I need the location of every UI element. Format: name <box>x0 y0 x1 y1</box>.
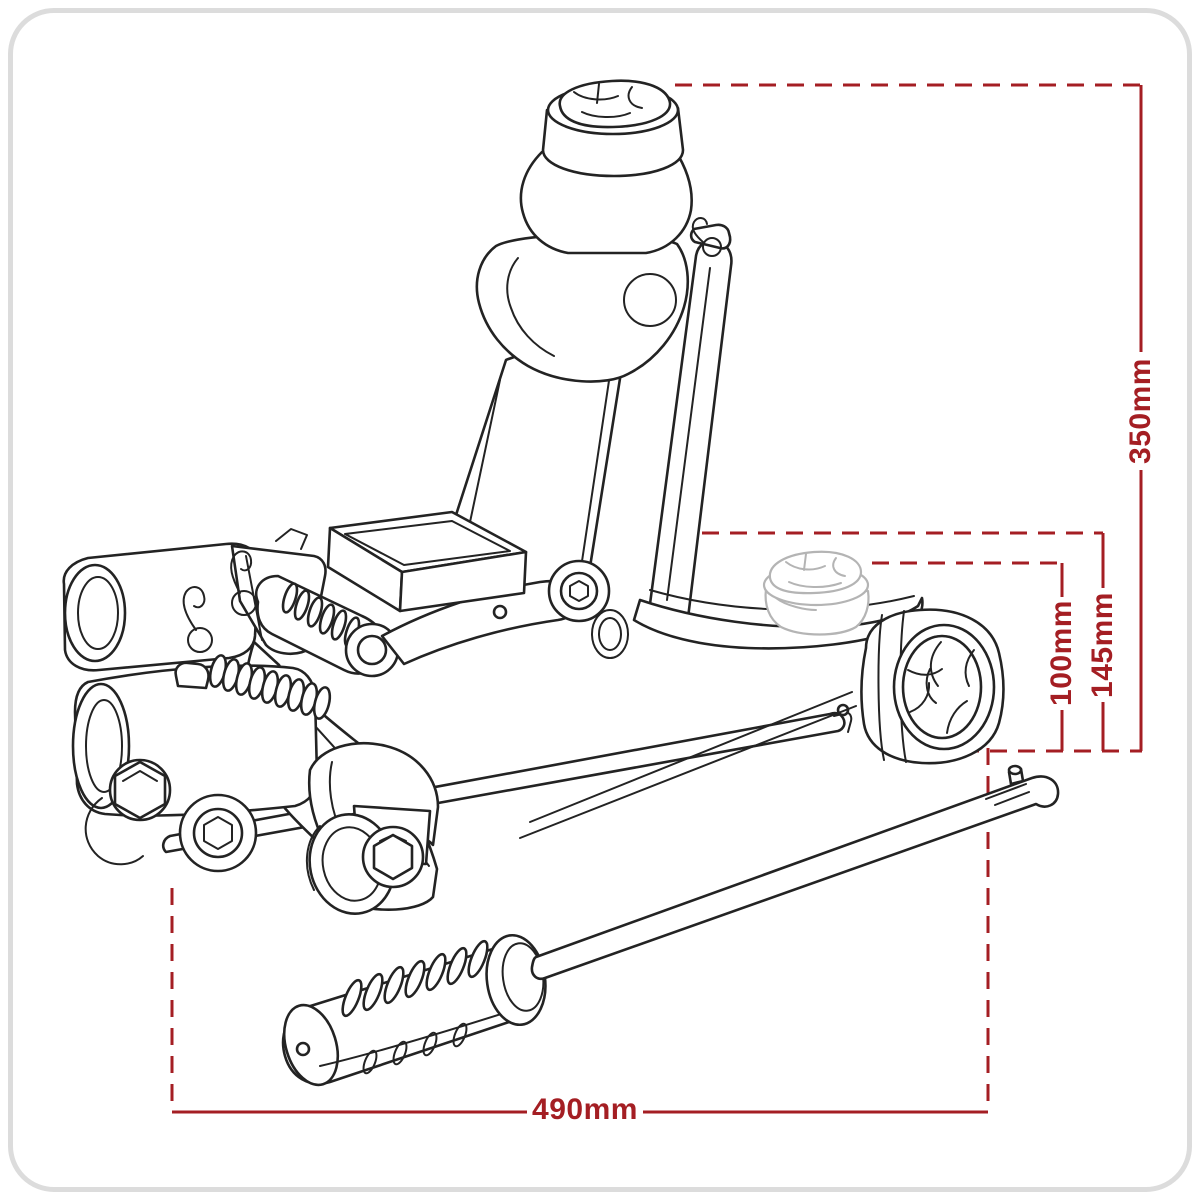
front-caster <box>305 742 440 915</box>
ghost-saddle-lowered <box>762 550 870 636</box>
handle-rod <box>530 775 1060 981</box>
r-clip-left <box>182 586 213 653</box>
dimension-label-min-saddle-height: 100mm <box>1045 600 1078 706</box>
r-clip-top <box>702 237 722 257</box>
jack-handle <box>281 764 1060 1087</box>
rear-wheel <box>860 608 1005 765</box>
saddle-neck <box>519 148 693 255</box>
top-pin <box>174 661 210 690</box>
small-peg <box>492 604 508 620</box>
r-clip-right <box>230 550 257 616</box>
socket-mouth <box>63 563 127 663</box>
saddle-pad <box>558 79 672 129</box>
dimension-label-overall-length: 490mm <box>532 1093 638 1126</box>
bracket-hole <box>623 273 677 327</box>
wheel-rim <box>901 634 983 740</box>
hex-bolt <box>113 760 167 820</box>
saddle-assembly <box>475 79 732 383</box>
pump-mechanism <box>62 528 629 720</box>
return-spring <box>208 654 332 720</box>
dimension-lines <box>170 83 1143 1114</box>
wire-hook <box>84 797 144 866</box>
wheel-spokes <box>907 641 975 734</box>
caster-hex-nut <box>372 833 414 881</box>
dimension-label-chassis-height: 145mm <box>1086 592 1119 698</box>
side-plate-slot <box>591 609 629 659</box>
grip-dimples <box>341 939 489 1075</box>
dimension-label-max-lift-height: 350mm <box>1124 358 1157 464</box>
storage-tray <box>326 510 528 613</box>
trolley-jack-drawing <box>62 79 1060 1087</box>
